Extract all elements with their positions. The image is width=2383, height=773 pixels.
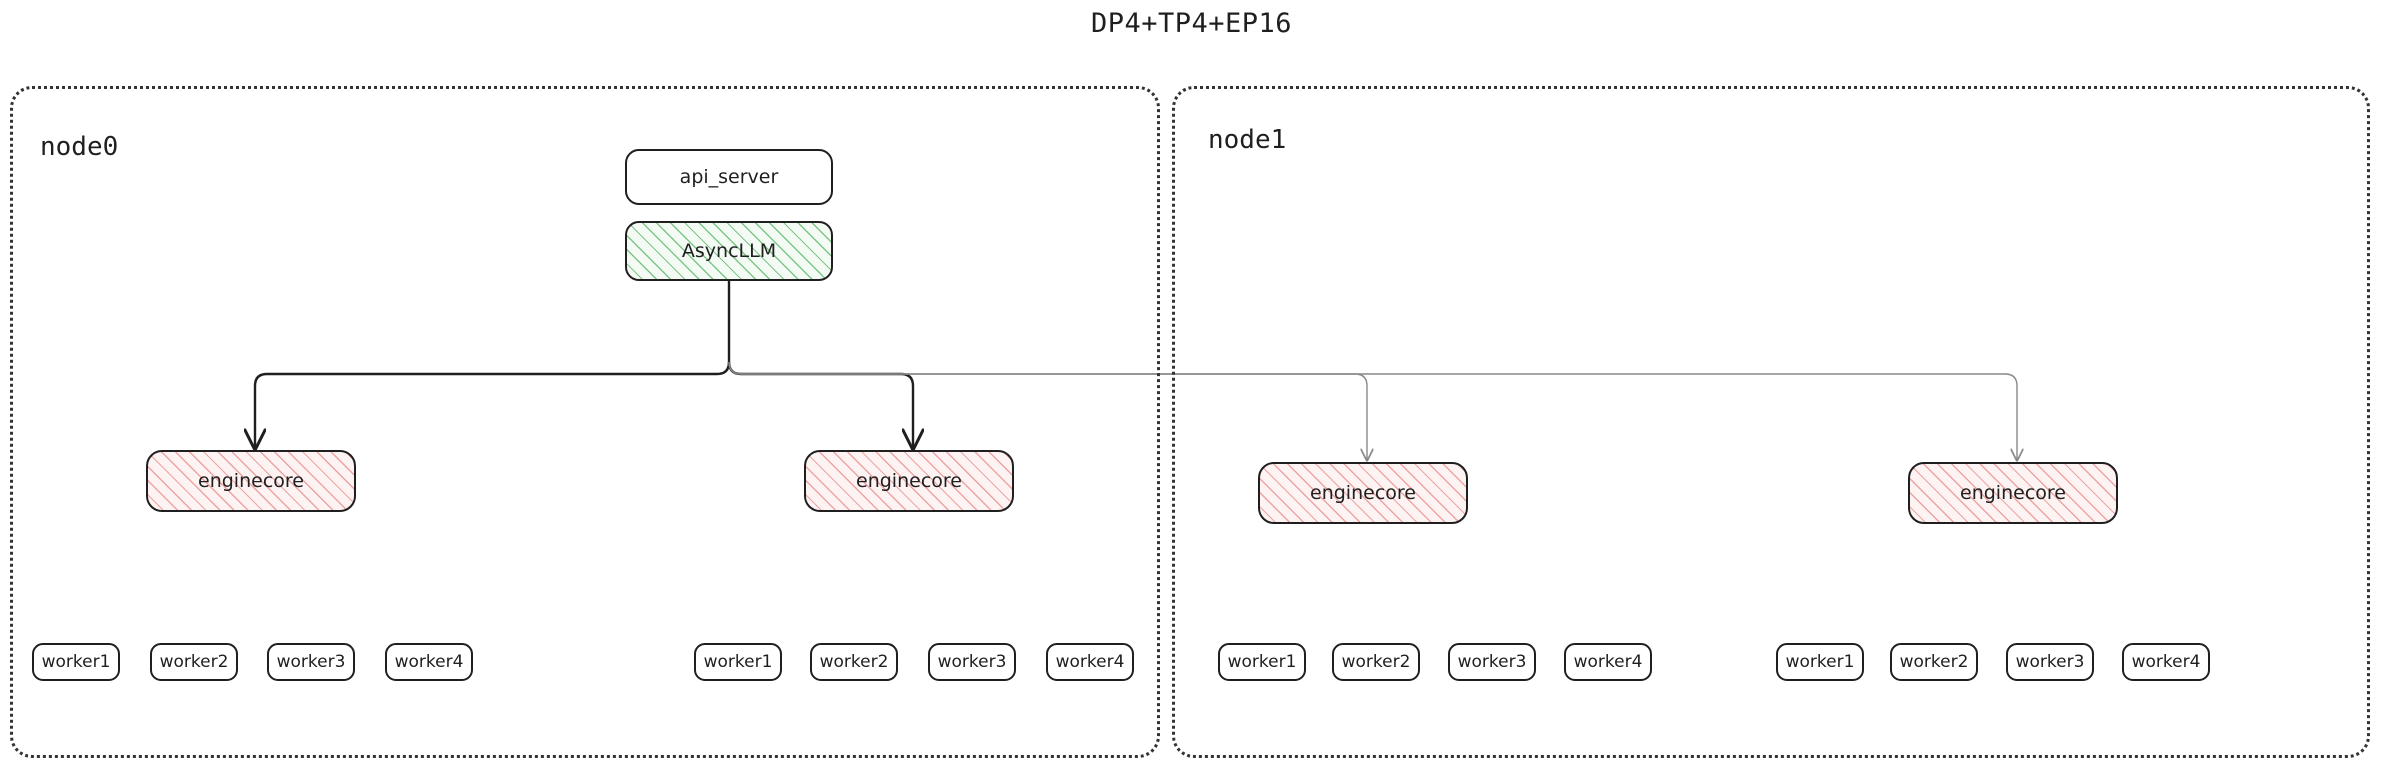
node-container-node1 (1172, 86, 2370, 758)
api-server-box[interactable]: api_server (625, 149, 833, 205)
worker-box[interactable]: worker2 (150, 643, 238, 681)
worker-box[interactable]: worker1 (32, 643, 120, 681)
worker-box[interactable]: worker3 (928, 643, 1016, 681)
enginecore-box[interactable]: enginecore (146, 450, 356, 512)
node-label-node0: node0 (40, 132, 119, 162)
worker-box[interactable]: worker4 (2122, 643, 2210, 681)
enginecore-box[interactable]: enginecore (1908, 462, 2118, 524)
worker-box[interactable]: worker2 (1890, 643, 1978, 681)
worker-box[interactable]: worker2 (810, 643, 898, 681)
enginecore-box[interactable]: enginecore (1258, 462, 1468, 524)
worker-box[interactable]: worker4 (1046, 643, 1134, 681)
worker-box[interactable]: worker3 (1448, 643, 1536, 681)
node-container-node0 (10, 86, 1160, 758)
worker-box[interactable]: worker1 (1776, 643, 1864, 681)
worker-box[interactable]: worker2 (1332, 643, 1420, 681)
page-title: DP4+TP4+EP16 (1090, 8, 1293, 39)
worker-box[interactable]: worker1 (1218, 643, 1306, 681)
worker-box[interactable]: worker4 (385, 643, 473, 681)
worker-box[interactable]: worker3 (2006, 643, 2094, 681)
enginecore-box[interactable]: enginecore (804, 450, 1014, 512)
worker-box[interactable]: worker3 (267, 643, 355, 681)
worker-box[interactable]: worker1 (694, 643, 782, 681)
async-llm-box[interactable]: AsyncLLM (625, 221, 833, 281)
node-label-node1: node1 (1208, 125, 1287, 155)
worker-box[interactable]: worker4 (1564, 643, 1652, 681)
